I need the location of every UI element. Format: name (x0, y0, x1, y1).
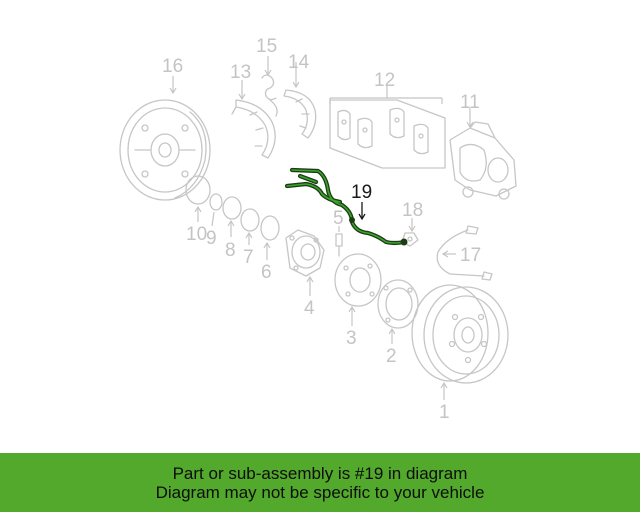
part-info-banner: Part or sub-assembly is #19 in diagram D… (0, 453, 640, 512)
brake-pads-illustration (329, 99, 446, 169)
callout-5: 5 (333, 208, 344, 229)
callout-17: 17 (460, 245, 481, 266)
callout-18: 18 (402, 200, 423, 221)
seal-rings-illustration (185, 175, 280, 241)
banner-line-1: Part or sub-assembly is #19 in diagram (172, 463, 468, 483)
brake-shoe-illustration (231, 99, 276, 159)
callout-2: 2 (386, 346, 397, 367)
bolt-illustration (335, 233, 343, 257)
exploded-parts-diagram: 16 13 15 14 12 11 10 9 8 7 6 4 5 3 2 1 1… (119, 36, 517, 423)
callout-10: 10 (186, 224, 207, 245)
callout-4: 4 (304, 298, 315, 319)
callout-3: 3 (346, 328, 357, 349)
spring-illustration (261, 74, 278, 117)
brake-shoe-illustration (283, 89, 317, 139)
backing-plate-illustration (119, 99, 211, 201)
leader-lines (169, 56, 474, 400)
callout-14: 14 (288, 52, 310, 73)
callout-1: 1 (439, 402, 450, 423)
callout-19: 19 (351, 182, 372, 203)
callout-13: 13 (230, 62, 251, 83)
dust-shield-illustration (377, 279, 419, 329)
callout-16: 16 (162, 56, 183, 77)
callout-9: 9 (206, 228, 217, 249)
hub-flange-illustration (334, 253, 382, 307)
brake-hose-illustration (436, 225, 493, 281)
callout-8: 8 (225, 240, 236, 261)
banner-line-2: Diagram may not be specific to your vehi… (155, 482, 485, 502)
callout-11: 11 (460, 92, 480, 113)
abs-sensor-wire-part-19 (284, 167, 408, 246)
hub-bearing-illustration (285, 229, 325, 277)
callout-12: 12 (374, 70, 395, 91)
caliper-illustration (449, 121, 517, 200)
callout-labels: 16 13 15 14 12 11 10 9 8 7 6 4 5 3 2 1 1… (162, 36, 481, 423)
callout-15: 15 (256, 36, 277, 57)
callout-6: 6 (261, 262, 272, 283)
callout-7: 7 (243, 247, 254, 268)
brake-rotor-illustration (411, 284, 509, 384)
